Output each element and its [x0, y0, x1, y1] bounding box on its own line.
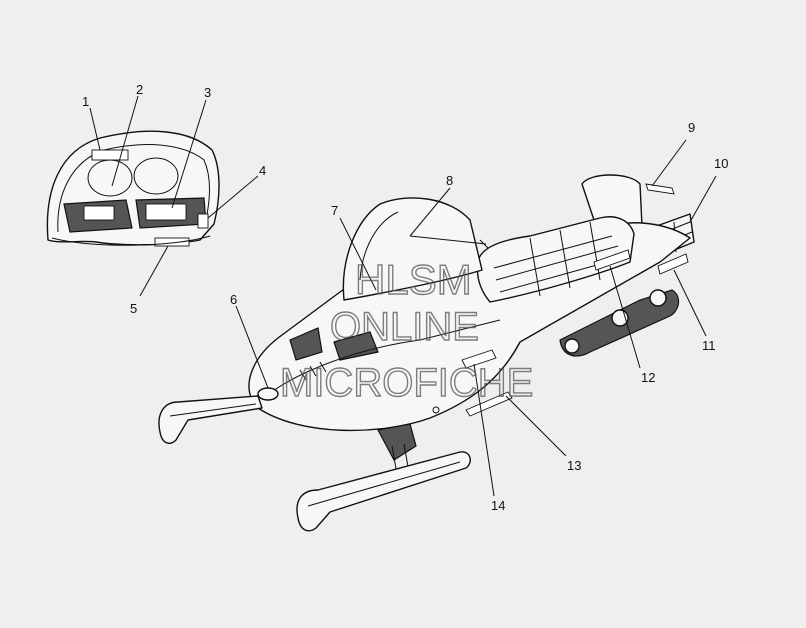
- decal-11: [657, 253, 689, 275]
- callout-11: 11: [702, 338, 716, 353]
- decal-9: [645, 183, 675, 195]
- watermark-line-2: ONLINE: [330, 305, 479, 349]
- decal-12: [593, 249, 631, 271]
- callout-2: 2: [136, 82, 143, 97]
- watermark: HLSM ONLINE MICROFICHE: [279, 255, 534, 405]
- snowmobile: [158, 174, 695, 532]
- leader-lines: [89, 95, 717, 497]
- dash-panel-inset: [46, 130, 220, 247]
- windshield: [342, 197, 483, 301]
- callout-3: 3: [204, 85, 211, 100]
- callout-labels: 1 2 3 4 5 6 7 8 9 10 11 12 13 14: [82, 82, 728, 513]
- callout-9: 9: [688, 120, 695, 135]
- left-ski: [158, 395, 263, 444]
- callout-13: 13: [567, 458, 581, 473]
- watermark-line-3: MICROFICHE: [280, 361, 533, 405]
- watermark-line-1: HLSM: [355, 256, 472, 303]
- callout-6: 6: [230, 292, 237, 307]
- callout-8: 8: [446, 173, 453, 188]
- decal-13: [465, 391, 513, 417]
- decal-4: [197, 213, 209, 229]
- decal-14: [461, 349, 497, 369]
- callout-7: 7: [331, 203, 338, 218]
- decal-5: [154, 237, 190, 247]
- right-ski: [296, 451, 471, 532]
- decal-1: [91, 149, 129, 161]
- headlight: [257, 387, 279, 401]
- callout-4: 4: [259, 163, 266, 178]
- callout-5: 5: [130, 301, 137, 316]
- seat: [476, 216, 635, 303]
- callout-10: 10: [714, 156, 728, 171]
- callout-1: 1: [82, 94, 89, 109]
- callout-12: 12: [641, 370, 655, 385]
- callout-14: 14: [491, 498, 505, 513]
